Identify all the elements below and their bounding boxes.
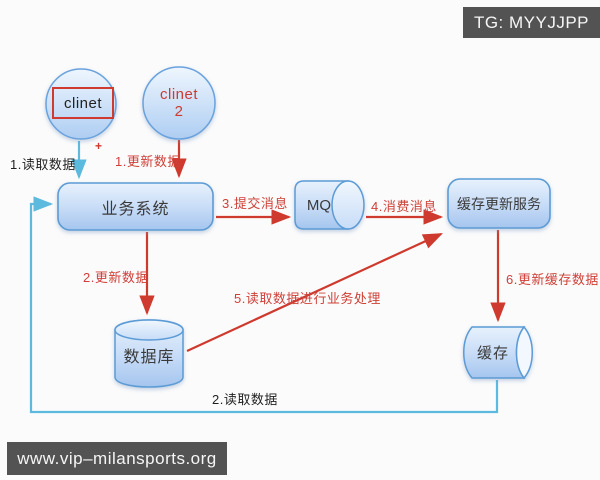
client2-label: clinet 2: [143, 68, 215, 138]
node-database-cylinder: [114, 319, 184, 388]
edge-label-cache-read: 2.读取数据: [212, 392, 278, 407]
client2-label-line1: clinet: [159, 85, 199, 103]
plus-mark: +: [95, 139, 103, 153]
edge-label-update-database: 2.更新数据: [83, 270, 149, 285]
edge-label-consume-message: 4.消费消息: [371, 199, 437, 214]
client1-label: clinet: [63, 94, 103, 112]
node-cache-update-service-box: [447, 178, 551, 229]
telegram-banner: TG: MYYJJPP: [463, 7, 600, 38]
cache-update-service-label: 缓存更新服务: [457, 195, 541, 212]
node-business-system-box: [57, 182, 214, 231]
client2-label-line2: 2: [174, 103, 184, 120]
business-system-label: 业务系统: [101, 200, 170, 218]
edge-label-client1-read: 1.读取数据: [10, 157, 76, 172]
edge-label-read-and-process: 5.读取数据进行业务处理: [234, 291, 381, 306]
database-label: 数据库: [123, 349, 175, 366]
edge-label-client2-update: 1.更新数据: [115, 154, 181, 169]
node-client1-circle: [45, 68, 117, 140]
arrow-cache-to-business-loop: [29, 196, 499, 414]
cache-label: 缓存: [476, 345, 509, 362]
client1-highlight-box: clinet: [52, 87, 114, 119]
node-client2-circle: [142, 66, 216, 140]
arrow-database-to-cache-service: [186, 233, 443, 352]
node-cache-shape: [463, 325, 533, 380]
edge-label-submit-message: 3.提交消息: [222, 196, 288, 211]
mq-label: MQ: [306, 196, 332, 214]
node-mq-cylinder: [294, 180, 365, 230]
website-banner: www.vip–milansports.org: [7, 442, 227, 475]
edge-label-update-cache: 6.更新缓存数据: [506, 272, 599, 287]
